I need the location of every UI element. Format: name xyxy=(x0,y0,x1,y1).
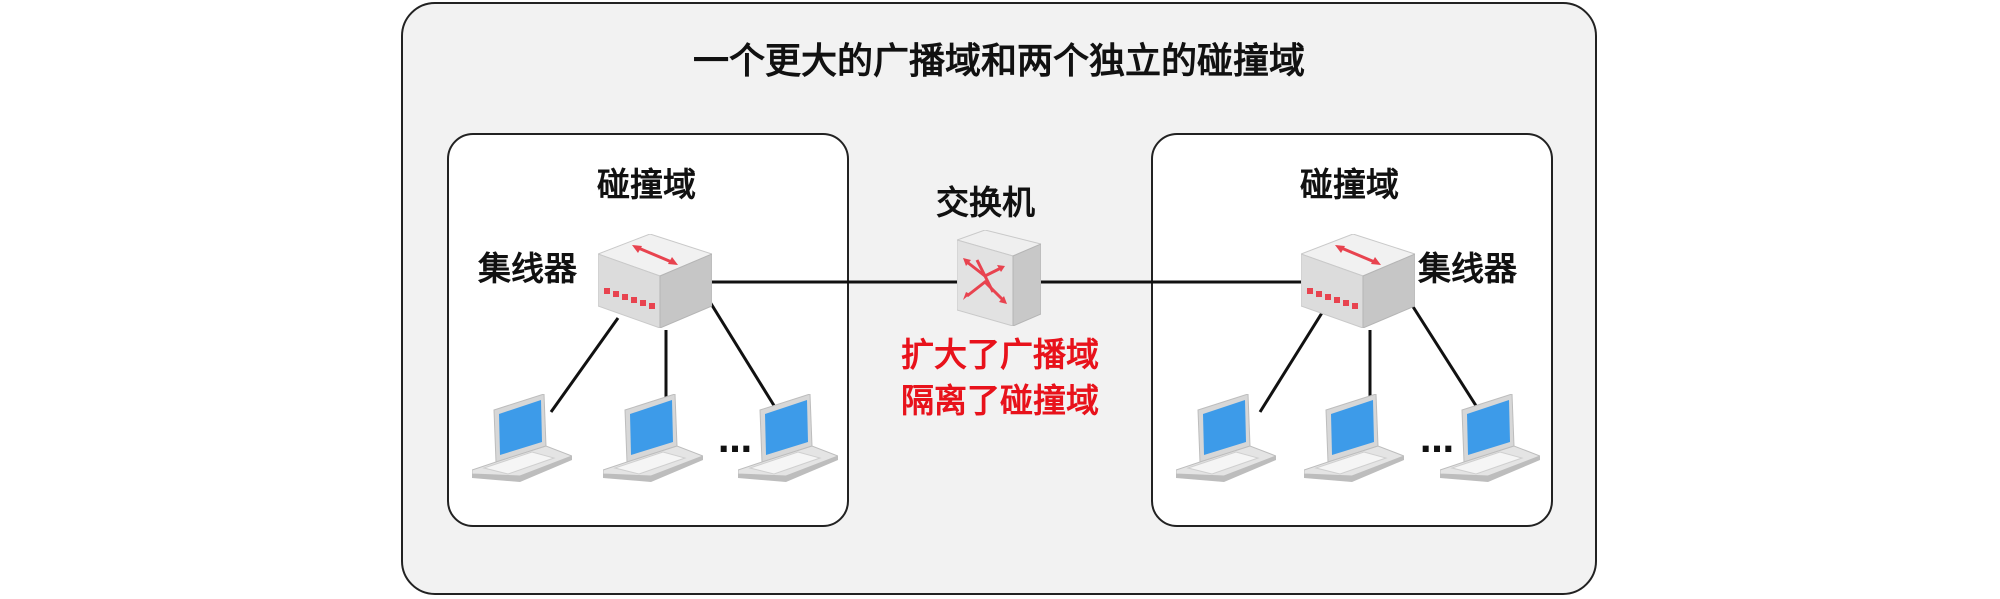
right-hub-laptop3-link xyxy=(1408,301,1482,413)
laptop-icon xyxy=(603,394,703,482)
left-hub-laptop1-link xyxy=(549,317,620,413)
laptop-icon xyxy=(738,394,838,482)
switch-note-collision: 隔离了碰撞域 xyxy=(901,381,1099,420)
right-ellipsis: … xyxy=(1420,421,1454,461)
left-ellipsis: … xyxy=(718,421,752,461)
right-hub-label: 集线器 xyxy=(1418,249,1517,288)
laptop-icon xyxy=(1304,394,1404,482)
switch-label: 交换机 xyxy=(936,183,1035,222)
hub-icon xyxy=(598,234,712,328)
switch-note-broadcast: 扩大了广播域 xyxy=(901,335,1099,374)
laptop-icon xyxy=(1440,394,1540,482)
left-collision-domain-label: 碰撞域 xyxy=(597,165,696,204)
laptop-icon xyxy=(472,394,572,482)
left-hub-laptop3-link xyxy=(708,301,780,413)
hub-icon xyxy=(1301,234,1415,328)
right-collision-domain-label: 碰撞域 xyxy=(1300,165,1399,204)
left-hub-label: 集线器 xyxy=(478,249,577,288)
laptop-icon xyxy=(1176,394,1276,482)
diagram-title: 一个更大的广播域和两个独立的碰撞域 xyxy=(692,41,1305,82)
switch-icon xyxy=(957,230,1041,326)
right-hub-laptop1-link xyxy=(1258,299,1332,413)
